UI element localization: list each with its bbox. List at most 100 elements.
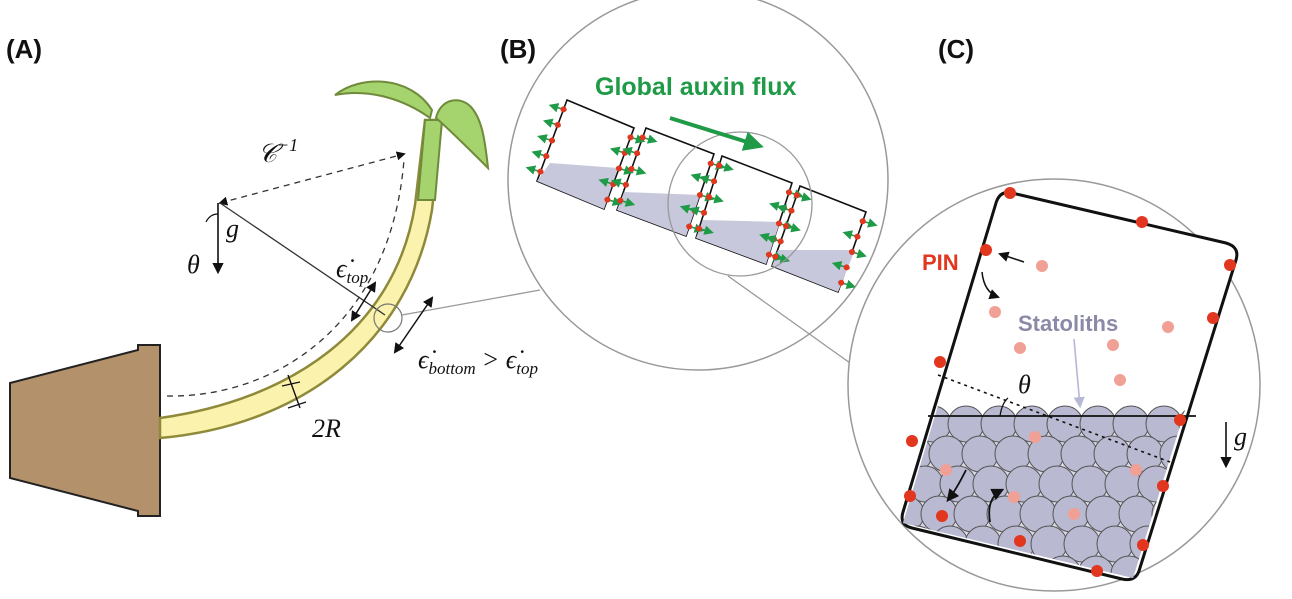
pin-dot <box>786 189 792 196</box>
pin-pointer-arrow <box>998 251 1025 263</box>
statoliths-label: Statoliths <box>1018 311 1118 336</box>
statolith <box>866 526 902 562</box>
pin-protein <box>1207 312 1219 324</box>
pin-protein <box>904 490 916 502</box>
panel-c: θ PIN Statoliths g <box>847 178 1261 592</box>
pin-dot <box>788 207 795 214</box>
pin-arrows-b <box>525 103 878 290</box>
auxin-dot <box>1114 374 1126 386</box>
panel-b: Global auxin flux <box>507 0 931 421</box>
gravity-label-a: g <box>226 214 239 243</box>
diameter-tick <box>287 374 301 409</box>
theta-arc-c <box>999 397 1009 417</box>
stem-green-tip <box>416 119 444 201</box>
pin-dot <box>706 194 712 200</box>
pin-dot <box>716 162 722 169</box>
panel-label-b: (B) <box>500 34 536 64</box>
pin-dot <box>537 168 544 175</box>
auxin-dot <box>1068 508 1080 520</box>
auxin-dot <box>1008 491 1020 503</box>
pin-dot <box>701 209 707 216</box>
pin-dot <box>549 137 555 144</box>
curvature-radius-line <box>218 151 406 206</box>
strain-bottom-label: ϵ̇bottom> ϵ̇top <box>418 345 538 378</box>
pin-protein <box>1137 539 1149 551</box>
theta-arc <box>205 213 219 223</box>
pin-dot <box>622 181 629 188</box>
diameter-brace <box>281 381 307 409</box>
pin-dot <box>639 134 646 141</box>
pin-dot <box>560 106 567 113</box>
pin-dot <box>604 196 611 203</box>
pin-dot <box>793 192 800 199</box>
auxin-dot <box>1162 321 1174 333</box>
pin-dot <box>711 178 717 185</box>
pin-protein <box>936 510 948 522</box>
pin-protein <box>1004 187 1016 199</box>
pin-dot <box>772 253 779 260</box>
gravity-label-c: g <box>1234 422 1247 451</box>
pin-dot <box>543 153 550 160</box>
leaf-left <box>334 80 434 120</box>
leaf-right <box>434 99 490 171</box>
auxin-dot <box>989 306 1001 318</box>
auxin-dot <box>1029 431 1041 443</box>
pin-proteins <box>904 187 1236 577</box>
auxin-dot <box>1014 342 1026 354</box>
auxin-dot <box>1130 464 1142 476</box>
pin-dot <box>854 233 861 240</box>
cytoplasm-dots <box>989 260 1174 386</box>
cell-2-statoliths <box>617 192 700 236</box>
auxin-dot <box>1107 339 1119 351</box>
zoom-circle-inner-b <box>667 131 813 277</box>
pin-dot <box>843 264 850 271</box>
plant-stem <box>158 118 444 440</box>
pin-protein <box>906 435 918 447</box>
normal-line <box>219 202 386 316</box>
pin-dot <box>554 121 561 128</box>
global-flux-arrow <box>669 116 764 151</box>
curvature-arc <box>166 159 405 397</box>
strain-bottom-arrow <box>393 296 434 354</box>
pin-protein <box>1224 259 1236 271</box>
pin-protein <box>980 244 992 256</box>
pin-dot <box>686 223 693 230</box>
auxin-dot <box>1036 260 1048 272</box>
pin-protein <box>1174 414 1186 426</box>
pin-label: PIN <box>922 250 959 275</box>
pin-dot <box>627 134 634 141</box>
panel-label-c: (C) <box>938 34 974 64</box>
cell-3-statoliths <box>696 220 780 264</box>
pile-arrow-up <box>988 488 1005 523</box>
pin-dot <box>634 150 641 157</box>
pin-dot <box>776 220 782 227</box>
diameter-label: 2R <box>312 414 341 443</box>
pin-protein <box>1091 565 1103 577</box>
pile-arrow-down <box>946 469 967 502</box>
panel-label-a: (A) <box>6 34 42 64</box>
plant-pot <box>9 344 161 517</box>
pin-efflux-arrow <box>981 271 1000 300</box>
pin-dot <box>838 279 845 286</box>
pin-dot <box>617 197 624 204</box>
cytoplasm-auxin-dots <box>940 431 1142 520</box>
cell-4-statoliths <box>772 250 855 292</box>
auxin-dot <box>940 464 952 476</box>
strain-top-arrow <box>350 281 377 322</box>
statolith <box>1176 555 1214 578</box>
statoliths-pointer <box>1073 338 1085 409</box>
angle-label-c: θ <box>1018 370 1031 399</box>
statolith <box>912 555 950 578</box>
panel-a: 𝒞−1 g θ ϵ̇top ϵ̇bottom> ϵ̇top 2R <box>9 80 541 517</box>
pin-dot <box>628 166 635 172</box>
pin-dot <box>766 251 772 258</box>
pin-protein <box>1136 216 1148 228</box>
pin-protein <box>1157 480 1169 492</box>
pin-protein <box>1014 535 1026 547</box>
pin-dot <box>707 160 714 167</box>
pin-dot <box>616 165 622 172</box>
statolith <box>903 555 917 578</box>
pin-dot <box>859 218 866 225</box>
angle-label-a: θ <box>187 250 200 279</box>
